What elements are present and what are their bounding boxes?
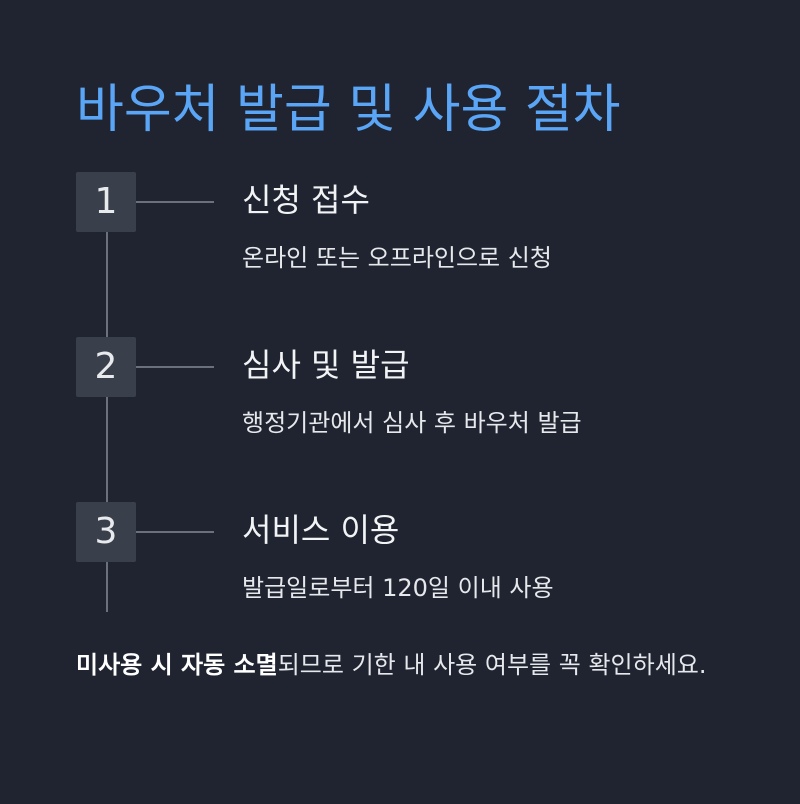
step-number-badge: 3 <box>76 502 136 562</box>
step-title: 신청 접수 <box>242 181 370 219</box>
step-title: 서비스 이용 <box>242 511 400 549</box>
step-connector <box>136 201 214 203</box>
notice-body: 되므로 기한 내 사용 여부를 꼭 확인하세요. <box>277 651 707 679</box>
timeline-line <box>106 232 108 612</box>
step-number-badge: 1 <box>76 172 136 232</box>
step-2: 2 심사 및 발급 행정기관에서 심사 후 바우처 발급 <box>0 337 800 447</box>
step-1: 1 신청 접수 온라인 또는 오프라인으로 신청 <box>0 172 800 282</box>
step-title: 심사 및 발급 <box>242 346 410 384</box>
step-description: 발급일로부터 120일 이내 사용 <box>242 574 554 602</box>
step-connector <box>136 366 214 368</box>
step-description: 온라인 또는 오프라인으로 신청 <box>242 244 552 272</box>
step-description: 행정기관에서 심사 후 바우처 발급 <box>242 409 582 437</box>
step-3: 3 서비스 이용 발급일로부터 120일 이내 사용 <box>0 502 800 612</box>
page-title: 바우처 발급 및 사용 절차 <box>76 80 621 140</box>
notice-emphasis: 미사용 시 자동 소멸 <box>76 651 278 679</box>
step-connector <box>136 531 214 533</box>
step-number-badge: 2 <box>76 337 136 397</box>
notice-text: 미사용 시 자동 소멸되므로 기한 내 사용 여부를 꼭 확인하세요. <box>76 644 736 686</box>
